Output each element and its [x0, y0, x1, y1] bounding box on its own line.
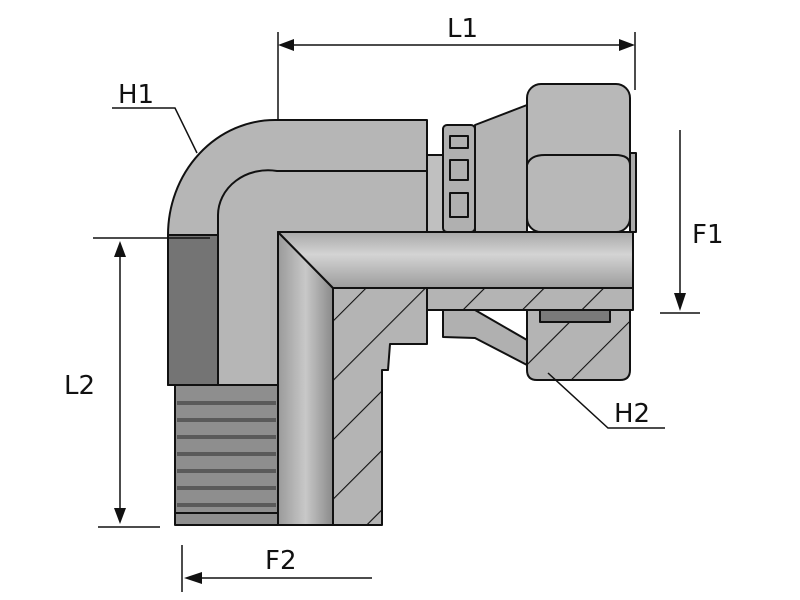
label-F2: F2 — [265, 546, 297, 576]
dimension-F2: F2 — [181, 545, 372, 592]
cutting-ring-section — [442, 309, 528, 366]
leader-H1: H1 — [112, 80, 198, 154]
label-F1: F1 — [692, 220, 724, 250]
cone — [474, 104, 528, 233]
dimension-F1: F1 — [660, 130, 724, 314]
seal-ring — [539, 309, 611, 323]
label-L2: L2 — [64, 371, 95, 401]
dimension-L1: L1 — [277, 14, 636, 120]
label-L1: L1 — [447, 14, 478, 44]
section-hatch-tube — [426, 287, 634, 311]
cutting-ring — [426, 124, 476, 233]
horizontal-bore — [277, 231, 634, 289]
swivel-nut — [526, 83, 637, 233]
elbow-body — [167, 119, 428, 386]
male-thread — [174, 384, 279, 526]
label-H2: H2 — [614, 399, 650, 429]
section-hatch-body — [332, 287, 428, 526]
section-hatch-nut — [526, 309, 631, 381]
dimension-L2: L2 — [64, 237, 210, 528]
label-H1: H1 — [118, 80, 154, 110]
leader-H2: H2 — [547, 372, 665, 429]
